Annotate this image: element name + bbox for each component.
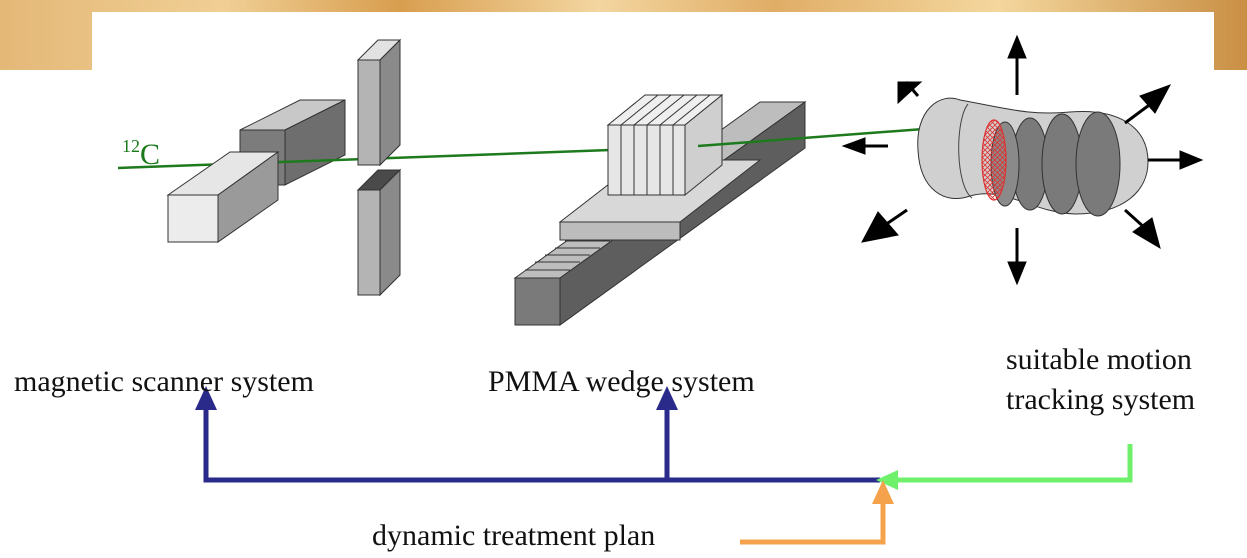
beam-ion-label: 12C [122, 130, 160, 171]
arrow-down-left-icon [861, 208, 908, 243]
arrow-up-icon [1007, 34, 1027, 95]
arrow-tracking-icon [876, 470, 898, 490]
target-mesh [981, 119, 1007, 201]
arrow-right-icon [1148, 150, 1204, 170]
motion-tracking-label-line1: suitable motion [1006, 343, 1192, 376]
beam-ion-mass-number: 12 [122, 136, 140, 156]
arrow-plan-icon [872, 480, 894, 504]
arrow-up-right-icon [1124, 84, 1172, 125]
motion-tracking-label-line2: tracking system [1006, 383, 1196, 416]
scanner-lower-pole [356, 168, 402, 297]
arrow-down-right-icon [1123, 208, 1161, 250]
pmma-wedge-stack [606, 93, 724, 197]
beam-ion-element: C [140, 138, 161, 171]
arrow-up-left-icon [897, 81, 923, 105]
motion-arrows [841, 34, 1204, 286]
scanner-upper-pole [356, 38, 402, 167]
scanner-front-block [166, 151, 280, 243]
plan-feed-line [740, 480, 894, 545]
arrow-down-icon [1007, 228, 1027, 286]
magnetic-scanner-label: magnetic scanner system [14, 365, 314, 398]
arrow-left-icon [841, 137, 888, 155]
moving-target-volume [917, 97, 1149, 217]
tracking-feed-line [876, 444, 1133, 490]
arrow-to-wedge-icon [656, 386, 678, 410]
arrow-to-scanner-icon [195, 386, 217, 410]
control-feedback-lines [195, 386, 880, 483]
treatment-plan-label: dynamic treatment plan [372, 519, 656, 552]
pmma-wedge-label: PMMA wedge system [488, 365, 755, 398]
